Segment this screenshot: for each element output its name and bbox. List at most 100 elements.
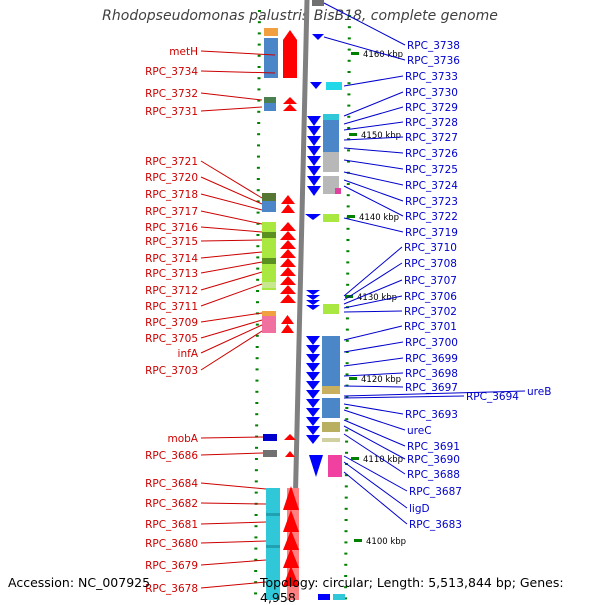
right-leader-line: [343, 390, 526, 397]
right-leader-line: [343, 461, 408, 509]
left-leader-line: [200, 261, 263, 274]
left-gene-label[interactable]: mobA: [167, 433, 198, 445]
left-gene-label[interactable]: RPC_3732: [145, 88, 198, 100]
left-gene-label[interactable]: RPC_3717: [145, 206, 198, 218]
right-gene-label[interactable]: RPC_3697: [405, 382, 458, 394]
left-gene-label[interactable]: RPC_3705: [145, 333, 198, 345]
right-gene-label[interactable]: RPC_3700: [405, 337, 458, 349]
left-gene-label[interactable]: RPC_3715: [145, 236, 198, 248]
right-gene-label[interactable]: RPC_3687: [409, 486, 462, 498]
left-gene-label[interactable]: RPC_3678: [145, 583, 198, 595]
left-gene-label[interactable]: RPC_3679: [145, 560, 198, 572]
scale-tick: [256, 234, 260, 236]
kbp-label: 4150 kbp: [361, 131, 401, 141]
right-gene-label[interactable]: RPC_3727: [405, 132, 458, 144]
right-gene-label[interactable]: RPC_3690: [407, 454, 460, 466]
scale-tick: [254, 592, 258, 595]
scale-tick: [257, 10, 261, 12]
gene-arrow: [281, 315, 294, 324]
right-gene-label[interactable]: RPC_3708: [404, 258, 457, 270]
right-gene-label[interactable]: RPC_3694: [466, 391, 519, 403]
right-gene-label[interactable]: RPC_3722: [405, 211, 458, 223]
left-gene-label[interactable]: RPC_3714: [145, 253, 198, 265]
right-gene-label[interactable]: RPC_3738: [407, 40, 460, 52]
left-gene-label[interactable]: RPC_3682: [145, 498, 198, 510]
left-leader-line: [200, 319, 263, 339]
scale-tick: [347, 37, 351, 40]
right-gene-label[interactable]: RPC_3729: [405, 102, 458, 114]
right-leader-line: [323, 2, 406, 46]
scale-tick: [257, 54, 261, 57]
right-gene-label[interactable]: RPC_3707: [404, 275, 457, 287]
left-gene-label[interactable]: RPC_3711: [145, 301, 198, 313]
right-gene-label[interactable]: RPC_3726: [405, 148, 458, 160]
gene-arrow: [280, 258, 296, 267]
scale-tick: [347, 48, 351, 51]
right-gene-label[interactable]: RPC_3724: [405, 180, 458, 192]
right-gene-label[interactable]: RPC_3691: [407, 441, 460, 453]
left-gene-label[interactable]: RPC_3712: [145, 285, 198, 297]
left-gene-label[interactable]: RPC_3718: [145, 189, 198, 201]
left-gene-label[interactable]: RPC_3680: [145, 538, 198, 550]
right-gene-label[interactable]: ligD: [409, 503, 430, 515]
right-gene-label[interactable]: RPC_3728: [405, 117, 458, 129]
left-gene-label[interactable]: RPC_3703: [145, 365, 198, 377]
left-gene-label[interactable]: RPC_3713: [145, 268, 198, 280]
scale-tick: [346, 239, 350, 241]
left-gene-label[interactable]: RPC_3720: [145, 172, 198, 184]
scale-tick: [344, 563, 348, 566]
right-gene-label[interactable]: RPC_3693: [405, 409, 458, 421]
left-gene-label[interactable]: RPC_3721: [145, 156, 198, 168]
right-gene-label[interactable]: RPC_3733: [405, 71, 458, 83]
left-gene-label[interactable]: infA: [178, 348, 199, 360]
gene-block: [322, 386, 340, 394]
right-gene-label[interactable]: RPC_3683: [409, 519, 462, 531]
left-gene-label[interactable]: RPC_3734: [145, 66, 198, 78]
right-gene-label[interactable]: RPC_3701: [404, 321, 457, 333]
left-gene-label[interactable]: RPC_3684: [145, 478, 198, 490]
right-gene-label[interactable]: RPC_3730: [405, 87, 458, 99]
gene-arrow: [284, 434, 296, 440]
scale-tick: [255, 379, 259, 382]
scale-tick: [254, 469, 258, 472]
right-leader-line: [343, 179, 404, 202]
left-leader-line: [200, 210, 263, 225]
left-gene-label[interactable]: metH: [169, 46, 198, 58]
right-gene-label[interactable]: RPC_3698: [405, 368, 458, 380]
gene-arrow: [280, 294, 296, 303]
right-gene-label[interactable]: RPC_3702: [404, 306, 457, 318]
left-gene-label[interactable]: RPC_3686: [145, 450, 198, 462]
scale-tick: [257, 122, 261, 124]
gene-arrow: [307, 116, 321, 126]
right-leader-line: [343, 341, 404, 353]
right-gene-label[interactable]: RPC_3710: [404, 242, 457, 254]
right-gene-label[interactable]: ureB: [527, 386, 551, 398]
right-gene-label[interactable]: RPC_3723: [405, 196, 458, 208]
gene-arrow: [280, 222, 296, 231]
scale-tick: [254, 514, 258, 516]
right-gene-label[interactable]: RPC_3699: [405, 353, 458, 365]
scale-tick: [344, 586, 348, 589]
scale-tick: [254, 458, 258, 460]
gene-block: [326, 82, 342, 90]
gene-block: [264, 97, 276, 103]
gene-block: [328, 455, 342, 477]
left-gene-label[interactable]: RPC_3731: [145, 106, 198, 118]
right-gene-label[interactable]: ureC: [407, 425, 432, 437]
gene-block: [264, 38, 278, 78]
gene-block: [312, 0, 324, 6]
kbp-label: 4160 kbp: [363, 50, 403, 60]
scale-tick: [256, 189, 260, 192]
right-gene-label[interactable]: RPC_3725: [405, 164, 458, 176]
gene-arrow: [306, 390, 320, 399]
right-gene-label[interactable]: RPC_3719: [405, 227, 458, 239]
right-gene-label[interactable]: RPC_3688: [407, 469, 460, 481]
scale-tick: [255, 424, 259, 427]
left-gene-label[interactable]: RPC_3709: [145, 317, 198, 329]
left-leader-line: [200, 436, 264, 439]
left-gene-label[interactable]: RPC_3716: [145, 222, 198, 234]
left-gene-label[interactable]: RPC_3681: [145, 519, 198, 531]
right-gene-label[interactable]: RPC_3736: [407, 55, 460, 67]
right-gene-label[interactable]: RPC_3706: [404, 291, 457, 303]
